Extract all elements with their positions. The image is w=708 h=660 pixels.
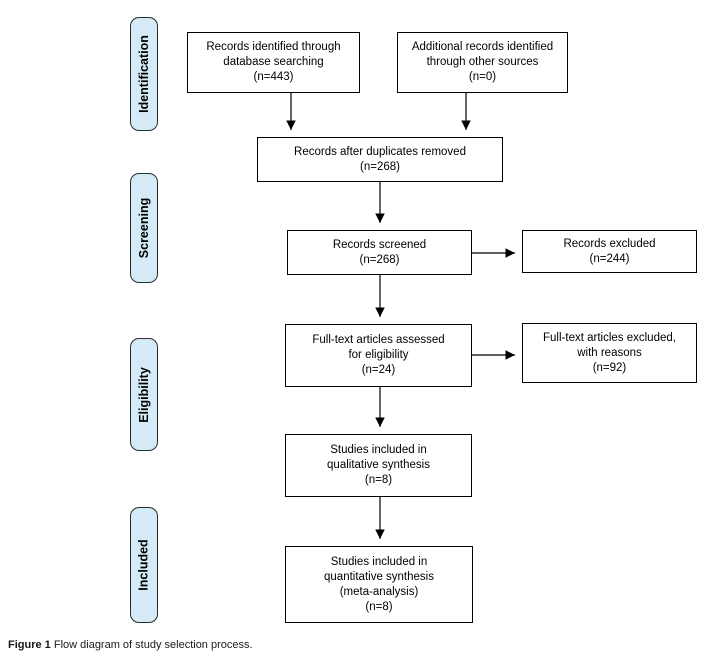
box-studies-quantitative: Studies included in quantitative synthes… (285, 546, 473, 623)
box-fulltext-assessed-text: Full-text articles assessed for eligibil… (312, 334, 445, 376)
box-records-excluded-text: Records excluded (n=244) (563, 237, 656, 265)
box-records-after-duplicates-removed-text: Records after duplicates removed (n=268) (294, 145, 466, 173)
stage-label-identification-text: Identification (137, 35, 151, 113)
figure-caption-text: Flow diagram of study selection process. (50, 639, 253, 651)
box-records-identified-database-text: Records identified through database sear… (206, 41, 341, 83)
box-fulltext-assessed: Full-text articles assessed for eligibil… (285, 324, 472, 387)
box-records-screened-text: Records screened (n=268) (332, 238, 427, 266)
box-additional-records-other-sources: Additional records identified through ot… (397, 32, 568, 93)
stage-label-included-text: Included (137, 539, 151, 591)
stage-label-screening: Screening (130, 173, 158, 283)
stage-label-eligibility-text: Eligibility (137, 366, 151, 423)
stage-label-screening-text: Screening (137, 197, 151, 259)
box-records-excluded: Records excluded (n=244) (522, 230, 697, 273)
box-records-identified-database: Records identified through database sear… (187, 32, 360, 93)
box-studies-qualitative: Studies included in qualitative synthesi… (285, 434, 472, 497)
stage-label-identification: Identification (130, 17, 158, 131)
box-records-after-duplicates-removed: Records after duplicates removed (n=268) (257, 137, 503, 182)
box-studies-qualitative-text: Studies included in qualitative synthesi… (327, 444, 430, 486)
box-fulltext-excluded: Full-text articles excluded, with reason… (522, 323, 697, 383)
stage-label-eligibility: Eligibility (130, 338, 158, 451)
figure-caption: Figure 1 Flow diagram of study selection… (8, 639, 253, 651)
stage-label-included: Included (130, 507, 158, 623)
figure-caption-label: Figure 1 (8, 639, 51, 651)
box-additional-records-other-sources-text: Additional records identified through ot… (411, 41, 554, 83)
box-records-screened: Records screened (n=268) (287, 230, 472, 275)
box-studies-quantitative-text: Studies included in quantitative synthes… (324, 555, 434, 613)
box-fulltext-excluded-text: Full-text articles excluded, with reason… (543, 331, 676, 374)
